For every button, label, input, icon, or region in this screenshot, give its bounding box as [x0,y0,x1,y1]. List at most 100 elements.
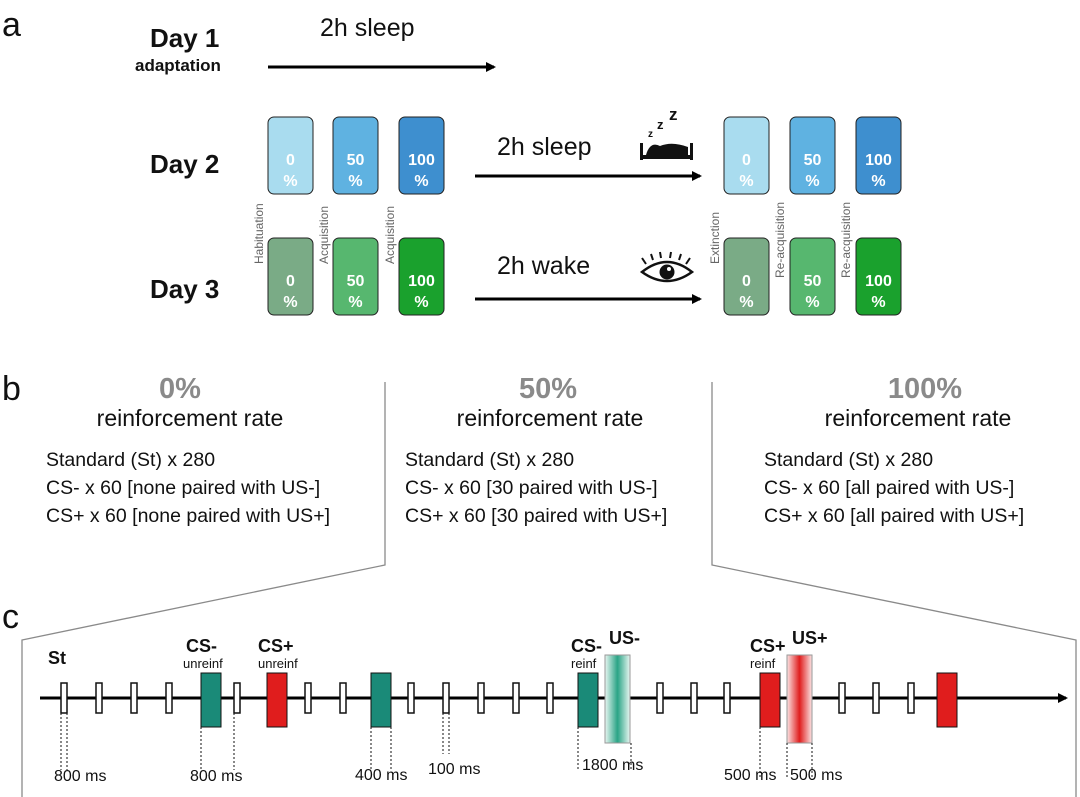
day3-block-post: 100% [855,237,902,316]
panel-a-label: a [2,6,21,44]
block-percent-label: 50 [804,152,822,169]
stimulus-sublabel-unreinf: unreinf [183,656,223,671]
block-percent-label: % [283,294,297,311]
standard-stimuli [60,682,915,714]
duration-label: 500 ms [790,767,842,784]
cs-minus-block [370,672,392,728]
block-percent-label: % [739,173,753,190]
block-percent-label: % [871,173,885,190]
phase-label-extinction: Extinction [708,212,722,264]
block-percent-label: % [348,173,362,190]
day2-label: Day 2 [150,149,219,179]
standard-stimulus-tick [339,682,347,714]
day3-arrow-label: 2h wake [497,252,590,280]
day2-block-post: 0% [723,116,770,195]
reinforcement-column-0pct: 0% reinforcement rate Standard (St) x 28… [46,373,330,527]
column-percent: 0% [159,373,201,405]
block-percent-label: 100 [408,152,435,169]
standard-stimulus-tick [907,682,915,714]
panel-b-label: b [2,370,21,408]
phase-label-acquisition-50: Acquisition [317,206,331,264]
standard-stimulus-tick [512,682,520,714]
standard-stimulus-tick [95,682,103,714]
day2-block-pre: 50% [332,116,379,195]
standard-stimulus-tick [656,682,664,714]
stimulus-label-cs-plus: CS+ [258,636,294,656]
phase-label-habituation: Habituation [252,203,266,264]
block-percent-label: % [871,294,885,311]
stimulus-label-cs-minus: CS- [186,636,217,656]
stimulus-sublabel-reinf: reinf [571,656,597,671]
day3-interval: 2h wake [475,251,702,304]
block-percent-label: 100 [865,152,892,169]
zoom-connector [21,382,1077,797]
standard-stimulus-tick [477,682,485,714]
stimulus-sublabel-unreinf: unreinf [258,656,298,671]
day3-block-post: 0% [723,237,770,316]
standard-stimulus-tick [165,682,173,714]
reinforcement-column-50pct: 50% reinforcement rate Standard (St) x 2… [405,373,667,527]
column-line-cs-plus: CS+ x 60 [30 paired with US+] [405,505,667,527]
block-percent-label: % [414,173,428,190]
day3-label: Day 3 [150,274,219,304]
block-percent-label: % [283,173,297,190]
stimulus-label-us-plus: US+ [792,628,828,648]
stimulus-label-cs-minus: CS- [571,636,602,656]
column-line-cs-plus: CS+ x 60 [all paired with US+] [764,505,1024,527]
column-percent: 100% [888,373,962,405]
day3-block-pre: 50% [332,237,379,316]
duration-labels: 800 ms 800 ms 400 ms 100 ms 1800 ms 500 … [54,757,842,785]
column-line-cs-plus: CS+ x 60 [none paired with US+] [46,505,330,527]
column-line-standard: Standard (St) x 280 [764,449,933,471]
standard-stimulus-tick [407,682,415,714]
column-line-cs-minus: CS- x 60 [none paired with US-] [46,477,320,499]
duration-label: 800 ms [54,768,106,785]
stimulus-blocks [200,654,958,744]
standard-stimulus-tick [130,682,138,714]
sleep-icon: z z z [640,105,693,160]
standard-stimulus-tick [304,682,312,714]
block-percent-label: % [805,173,819,190]
duration-label: 100 ms [428,761,480,778]
column-line-standard: Standard (St) x 280 [46,449,215,471]
eye-icon [639,251,695,283]
cs-minus-block [200,672,222,728]
duration-label: 800 ms [190,768,242,785]
phase-label-reacquisition-50: Re-acquisition [773,202,787,278]
block-percent-label: 0 [286,273,295,290]
block-percent-label: % [739,294,753,311]
duration-label: 500 ms [724,767,776,784]
stimulus-label-st: St [48,648,66,668]
day3-block-post: 50% [789,237,836,316]
day2-arrow-label: 2h sleep [497,133,592,161]
standard-stimulus-tick [233,682,241,714]
column-line-standard: Standard (St) x 280 [405,449,574,471]
svg-text:z: z [669,105,678,124]
cs-minus-block [577,672,599,728]
reinforcement-column-100pct: 100% reinforcement rate Standard (St) x … [764,373,1024,527]
cs-plus-block [266,672,288,728]
standard-stimulus-tick [546,682,554,714]
block-percent-label: 0 [742,273,751,290]
standard-stimulus-tick [872,682,880,714]
duration-label: 400 ms [355,767,407,784]
column-percent: 50% [519,373,577,405]
session-blocks: 0%50%100%0%50%100%0%50%100%0%50%100% [267,116,902,316]
svg-text:z: z [648,129,653,140]
block-percent-label: 100 [865,273,892,290]
day3-block-pre: 0% [267,237,314,316]
block-percent-label: 0 [742,152,751,169]
block-percent-label: 100 [408,273,435,290]
day3-block-pre: 100% [398,237,445,316]
standard-stimulus-tick [690,682,698,714]
us-minus-block [604,654,631,744]
day2-block-pre: 0% [267,116,314,195]
phase-labels: Habituation Acquisition Acquisition Exti… [252,202,853,278]
standard-stimulus-tick [60,682,68,714]
standard-stimulus-tick [723,682,731,714]
duration-label: 1800 ms [582,757,643,774]
day2-block-post: 50% [789,116,836,195]
standard-stimulus-tick [838,682,846,714]
phase-label-acquisition-100: Acquisition [383,206,397,264]
